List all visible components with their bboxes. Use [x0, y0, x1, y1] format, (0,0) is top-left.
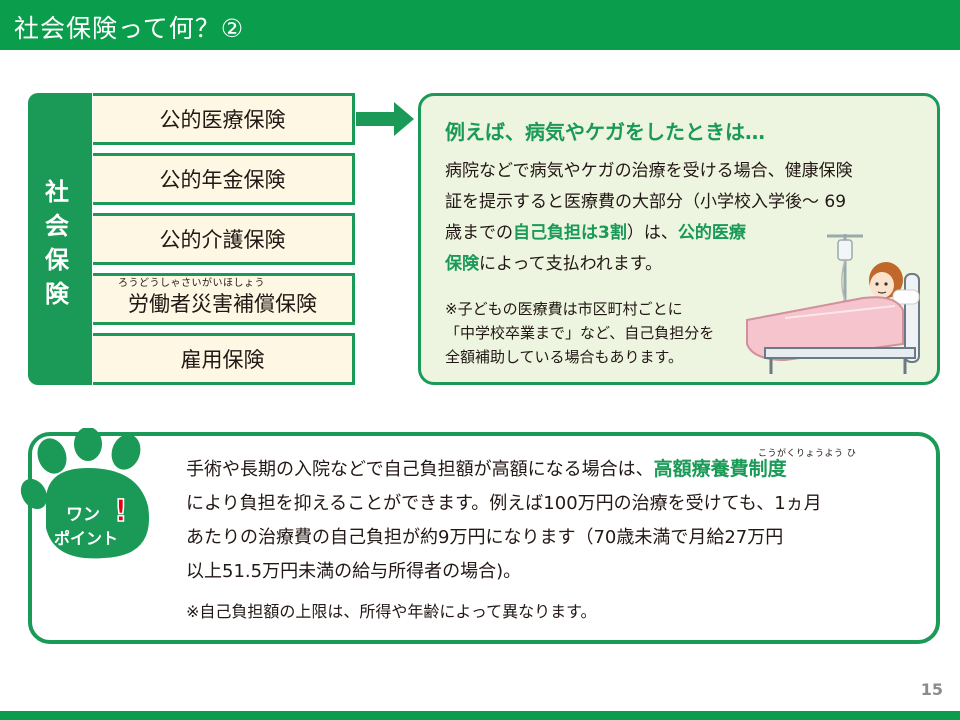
note-line: 「中学校卒業まで」など、自己負担分を — [445, 324, 715, 342]
side-char: 社 — [45, 178, 69, 206]
text: によって支払われます。 — [479, 254, 663, 274]
text: 手術や長期の入院などで自己負担額が高額になる場合は、 — [186, 459, 654, 480]
one-point-panel — [28, 432, 940, 644]
side-char: 険 — [45, 280, 69, 308]
insurance-label: 公的介護保険 — [159, 228, 286, 252]
example-body: 病院などで病気やケガの治療を受ける場合、健康保険 証を提示すると医療費の大部分（… — [445, 156, 925, 280]
one-point-body: 手術や長期の入院などで自己負担額が高額になる場合は、高額療養費制度 により負担を… — [186, 452, 822, 589]
one-point-line: 以上51.5万円未満の給与所得者の場合)。 — [186, 561, 522, 582]
note-line: ※子どもの医療費は市区町村ごとに — [445, 300, 683, 318]
example-title: 例えば、病気やケガをしたときは… — [445, 120, 765, 144]
hospital-bed-illustration — [746, 234, 920, 374]
insurance-item-pension: 公的年金保険 — [93, 153, 355, 205]
insurance-item-employment: 雇用保険 — [93, 333, 355, 385]
social-insurance-side-bar: 社 会 保 険 — [28, 93, 92, 385]
highlight-insurance: 保険 — [445, 254, 479, 274]
side-char: 保 — [45, 246, 69, 274]
one-point-line: により負担を抑えることができます。例えば100万円の治療を受けても、1ヵ月 — [186, 493, 822, 514]
example-note: ※子どもの医療費は市区町村ごとに 「中学校卒業まで」など、自己負担分を 全額補助… — [445, 297, 714, 369]
highlight-30-percent: 3割 — [598, 223, 627, 243]
highlight-high-cost-system: 高額療養費制度 — [653, 458, 787, 480]
badge-text-one: ワン — [66, 505, 100, 525]
example-line: 保険によって支払われます。 — [445, 249, 925, 280]
footer-bar — [0, 711, 960, 720]
insurance-label: 雇用保険 — [180, 348, 265, 372]
workers-comp-furigana: ろうどうしゃさいがいほしょう — [118, 278, 265, 289]
insurance-item-medical: 公的医療保険 — [93, 93, 355, 145]
paw-badge-icon: ワン ! ポイント — [20, 428, 150, 559]
example-line: 病院などで病気やケガの治療を受ける場合、健康保険 — [445, 161, 853, 181]
one-point-line: あたりの治療費の自己負担が約9万円になります（70歳未満で月給27万円 — [186, 527, 784, 548]
side-label: 社 会 保 険 — [28, 175, 86, 311]
high-cost-furigana: こうがくりょうよう ひ — [758, 449, 857, 459]
side-char: 会 — [45, 212, 69, 240]
note-line: 全額補助している場合もあります。 — [445, 348, 684, 366]
badge-exclamation: ! — [114, 494, 128, 529]
header-bar: 社会保険って何？② — [0, 0, 960, 50]
text: ）は、 — [626, 223, 678, 243]
example-line: 歳までの自己負担は3割）は、公的医療 — [445, 218, 925, 249]
insurance-label: 公的年金保険 — [159, 168, 286, 192]
page-number: 15 — [920, 680, 943, 699]
right-arrow-icon — [356, 102, 414, 136]
slide-title: 社会保険って何？② — [14, 14, 245, 43]
insurance-label: 公的医療保険 — [159, 108, 286, 132]
highlight-text: は — [581, 223, 598, 243]
insurance-label: 労働者災害補償保険 — [128, 292, 317, 316]
insurance-item-care: 公的介護保険 — [93, 213, 355, 265]
one-point-note: ※自己負担額の上限は、所得や年齢によって異なります。 — [186, 602, 597, 621]
one-point-line: 手術や長期の入院などで自己負担額が高額になる場合は、高額療養費制度 — [186, 452, 822, 487]
highlight-self-pay: 自己負担 — [513, 223, 581, 243]
insurance-item-workers-comp: 労働者災害補償保険 — [93, 273, 355, 325]
highlight-public-medical: 公的医療 — [677, 223, 746, 243]
text: 歳までの — [445, 223, 513, 243]
example-line: 証を提示すると医療費の大部分（小学校入学後～ 69 — [445, 192, 847, 212]
badge-text-point: ポイント — [54, 529, 118, 548]
